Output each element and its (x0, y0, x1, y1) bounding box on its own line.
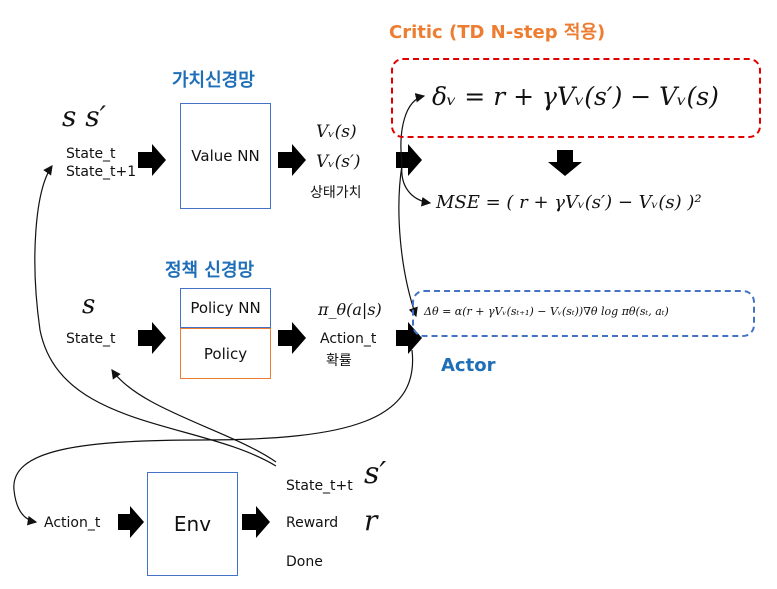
label-state-tt: State_t+t (286, 478, 353, 494)
value-net-title: 가치신경망 (172, 70, 255, 91)
policy-net-title: 정책 신경망 (165, 260, 255, 281)
v-of-s-prime: Vᵥ(s′) (316, 152, 361, 172)
label-action-t: Action_t (320, 331, 377, 347)
label-state-t1: State_t+1 (66, 164, 137, 180)
label-state-t: State_t (66, 146, 116, 162)
symbol-s: s (82, 290, 96, 320)
block-arrow-action-to-env (118, 506, 144, 538)
block-arrow-v-to-critic (396, 144, 422, 176)
critic-title: Critic (TD N-step 적용) (389, 22, 606, 43)
mse-formula: MSE = ( r + γVᵥ(s′) − Vᵥ(s) )² (436, 192, 702, 213)
v-of-s: Vᵥ(s) (316, 122, 357, 142)
policy-nn-label: Policy NN (190, 299, 261, 317)
env-label: Env (173, 512, 212, 536)
policy-box: Policy (180, 328, 271, 379)
actor-update-formula: Δθ = α(r + γVᵥ(sₜ₊₁) − Vᵥ(sₜ))∇θ log πθ(… (424, 305, 669, 318)
symbol-s-prime: s′ (364, 456, 387, 491)
block-arrow-env-to-out (242, 506, 270, 538)
curve-v-to-mse (401, 164, 432, 207)
policy-nn-box: Policy NN (180, 288, 271, 328)
value-nn-box: Value NN (180, 103, 271, 209)
value-nn-label: Value NN (191, 147, 260, 165)
block-arrow-policy-to-pi (278, 322, 306, 354)
label-state-value: 상태가치 (310, 185, 362, 201)
curve-state-feedback (34, 165, 277, 467)
td-error-formula: δᵥ = r + γVᵥ(s′) − Vᵥ(s) (432, 82, 719, 111)
label-done: Done (286, 554, 323, 570)
policy-label: Policy (203, 344, 248, 363)
actor-box (412, 290, 755, 337)
env-box: Env (147, 472, 238, 576)
symbol-r: r (364, 504, 378, 537)
curve-env-to-policy-state (111, 369, 277, 463)
actor-title: Actor (441, 355, 496, 376)
symbol-s-s-prime: s s′ (62, 100, 106, 133)
label-reward: Reward (286, 515, 339, 531)
block-arrow-pi-to-actor (396, 322, 422, 354)
block-arrow-value-to-v (278, 144, 306, 176)
curve-v-to-delta (400, 93, 426, 166)
block-arrow-critic-down (548, 150, 582, 176)
curve-action-to-env (13, 349, 414, 526)
block-arrow-state-to-policy (138, 322, 166, 354)
label-prob: 확률 (326, 353, 352, 369)
pi-theta: π_θ(a|s) (318, 300, 382, 319)
label-env-action-t: Action_t (44, 515, 101, 531)
critic-box (391, 58, 761, 138)
label-policy-state-t: State_t (66, 331, 116, 347)
block-arrow-state-to-value (138, 144, 166, 176)
curve-v-to-actor (398, 164, 418, 318)
